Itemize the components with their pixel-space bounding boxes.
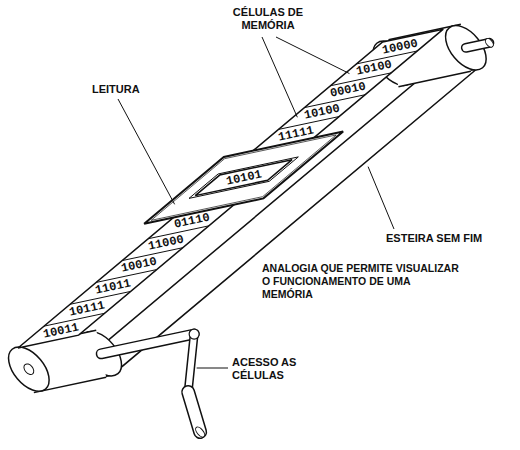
roller-near-cap xyxy=(1,340,57,399)
leader-line xyxy=(197,368,228,369)
cell-value: 01110 xyxy=(173,212,211,231)
leader-line xyxy=(368,167,394,229)
reading-plate xyxy=(144,132,343,224)
window-frame xyxy=(189,157,298,198)
crank-shaft xyxy=(101,334,194,354)
callout-label: CÉLULAS DE MEMÓRIA xyxy=(222,6,314,32)
crank-handle-face xyxy=(188,392,200,432)
leader-line xyxy=(262,37,297,117)
leader-line xyxy=(118,99,175,204)
cell-value: 11011 xyxy=(95,277,133,296)
crank-handle xyxy=(188,392,200,432)
roller-near-cap xyxy=(438,18,494,77)
roller-edge xyxy=(398,71,470,86)
axle-end xyxy=(484,37,495,49)
handle-end xyxy=(194,426,206,439)
cell-value: 10101 xyxy=(225,168,263,187)
cell-value: 11000 xyxy=(147,234,185,253)
cell-value: 00010 xyxy=(329,81,367,100)
roller-hub xyxy=(22,362,36,376)
return-belt xyxy=(51,69,476,388)
cell-value: 11111 xyxy=(277,124,315,143)
reading-plate-rim xyxy=(151,135,336,220)
callout-label: ESTEIRA SEM FIM xyxy=(386,232,482,245)
callout-label: ACESSO AS CÉLULAS xyxy=(232,356,314,382)
callout-label: LEITURA xyxy=(92,83,140,96)
crank-arm-face xyxy=(188,334,194,392)
cell-value: 10010 xyxy=(121,255,159,274)
cell-value: 10100 xyxy=(303,102,341,121)
cell-value: 10011 xyxy=(42,321,80,340)
caption: ANALOGIA QUE PERMITE VISUALIZAR O FUNCIO… xyxy=(262,262,460,301)
cell-value: 10111 xyxy=(69,299,107,318)
leader-line xyxy=(276,37,349,74)
crank-shaft-face xyxy=(101,334,194,354)
crank-arm xyxy=(188,334,194,392)
cell-value: 10100 xyxy=(355,59,393,78)
reading-window xyxy=(195,160,292,196)
crank-joint xyxy=(189,329,199,339)
cell-value: 10000 xyxy=(381,37,419,56)
belt-surface xyxy=(18,29,443,348)
